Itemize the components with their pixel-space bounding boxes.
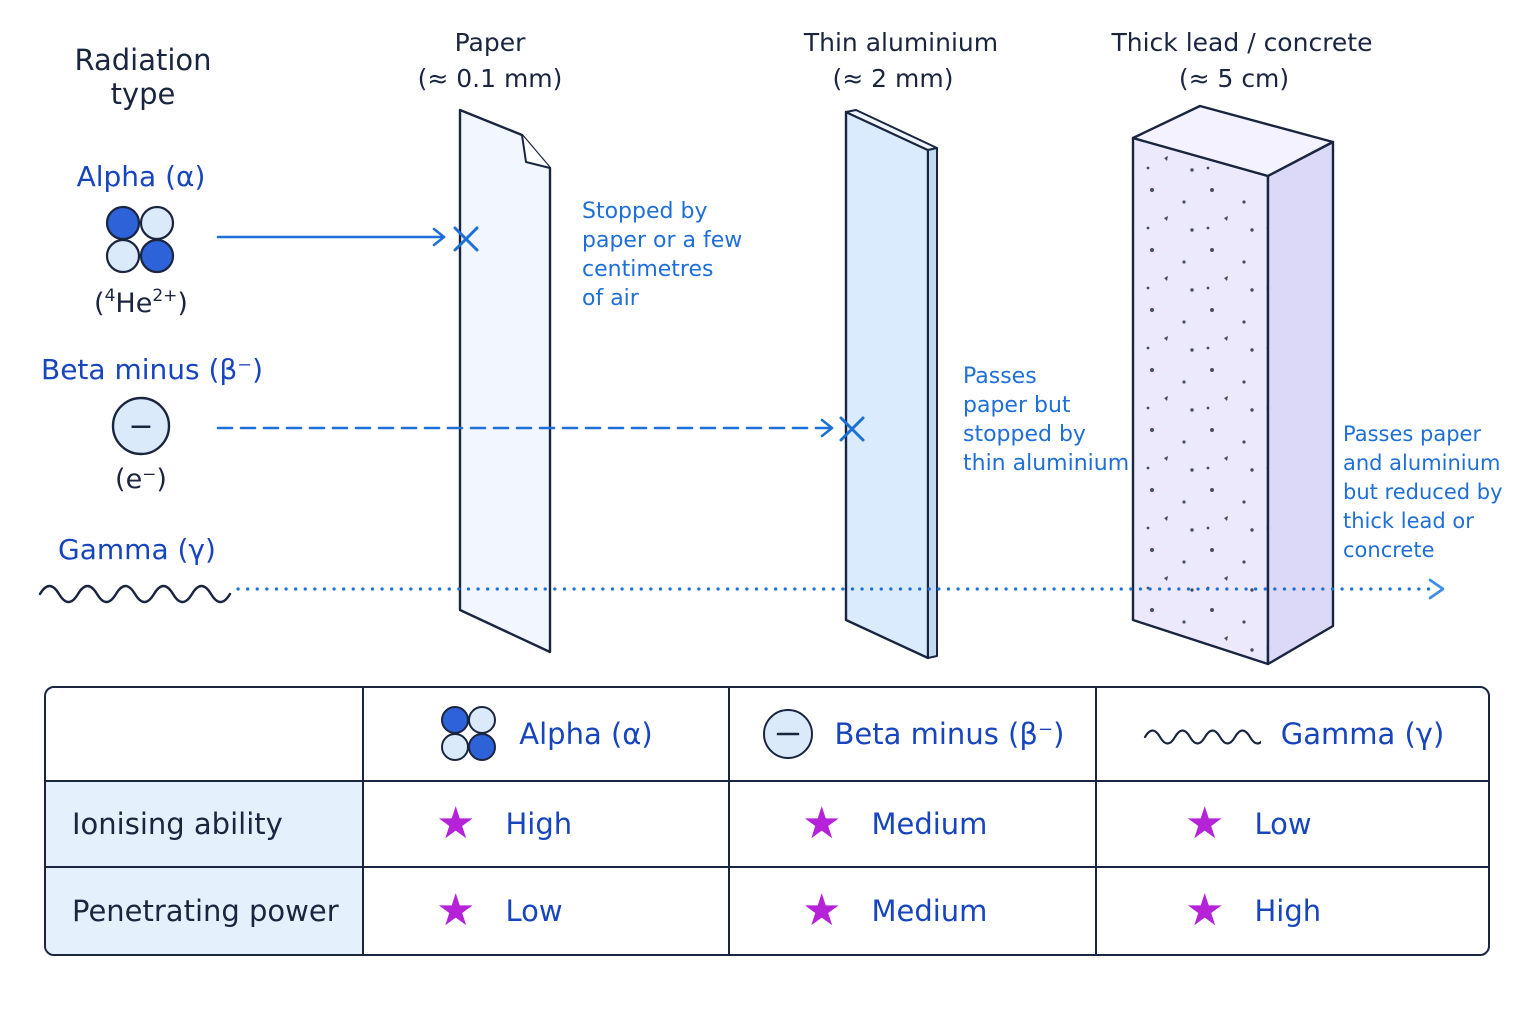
gamma-label: Gamma (γ)	[58, 533, 216, 566]
alpha-particle-icon	[441, 706, 497, 761]
penetrating-beta-value: Medium	[871, 894, 988, 928]
star-icon: ★	[802, 885, 842, 936]
alpha-symbol: (4He2+)	[94, 286, 188, 319]
alpha-stop-cross-icon	[453, 226, 479, 252]
ionising-gamma-value: Low	[1254, 807, 1312, 841]
aluminium-slab	[844, 109, 938, 660]
table-header-gamma-label: Gamma (γ)	[1280, 717, 1445, 751]
lead-concrete-block	[1131, 104, 1335, 666]
paper-sheet	[458, 108, 552, 654]
star-icon: ★	[1185, 798, 1225, 849]
aluminium-barrier-thickness: (≈ 2 mm)	[833, 64, 954, 93]
beta-note: Passes paper but stopped by thin alumini…	[963, 364, 1129, 476]
table-header-gamma: Gamma (γ)	[1097, 688, 1488, 782]
ionising-beta-cell: ★ Medium	[730, 782, 1097, 868]
penetrating-gamma-value: High	[1254, 894, 1322, 928]
star-icon: ★	[436, 885, 476, 936]
gamma-note: Passes paper and aluminium but reduced b…	[1343, 422, 1509, 562]
gamma-wave-icon	[38, 584, 232, 604]
electron-icon: −	[111, 396, 171, 456]
table-header-alpha-label: Alpha (α)	[519, 717, 653, 751]
alpha-note: Stopped by paper or a few centimetres of…	[582, 199, 749, 311]
ionising-beta-value: Medium	[871, 807, 988, 841]
paper-barrier-label: Paper	[455, 28, 527, 57]
alpha-label: Alpha (α)	[77, 160, 206, 193]
ionising-alpha-value: High	[505, 807, 573, 841]
ionising-gamma-cell: ★ Low	[1097, 782, 1488, 868]
gamma-ray-arrow	[236, 578, 1445, 600]
lead-barrier-thickness: (≈ 5 cm)	[1179, 64, 1289, 93]
wave-icon	[1143, 729, 1261, 745]
penetrating-alpha-cell: ★ Low	[364, 868, 730, 954]
ionising-alpha-cell: ★ High	[364, 782, 730, 868]
aluminium-barrier-label: Thin aluminium	[803, 28, 998, 57]
table-corner-cell	[46, 688, 364, 782]
penetrating-gamma-cell: ★ High	[1097, 868, 1488, 954]
star-icon: ★	[436, 798, 476, 849]
radiation-type-heading: Radiation	[74, 43, 211, 77]
table-header-beta-label: Beta minus (β⁻)	[834, 717, 1065, 751]
table-header-alpha: Alpha (α)	[364, 688, 730, 782]
beta-stop-cross-icon	[839, 416, 865, 442]
lead-barrier-label: Thick lead / concrete	[1111, 28, 1373, 57]
star-icon: ★	[1185, 885, 1225, 936]
row-label-penetrating: Penetrating power	[46, 868, 364, 954]
penetrating-beta-cell: ★ Medium	[730, 868, 1097, 954]
beta-ray-arrow	[216, 418, 834, 438]
radiation-penetration-diagram: Radiation type Paper (≈ 0.1 mm) Thin alu…	[38, 28, 1509, 666]
table-header-beta: Beta minus (β⁻)	[730, 688, 1097, 782]
electron-icon	[762, 709, 813, 759]
paper-barrier-thickness: (≈ 0.1 mm)	[418, 64, 563, 93]
properties-table: Alpha (α) Beta minus (β⁻) Gamma (γ) Ioni…	[44, 686, 1490, 956]
beta-label: Beta minus (β⁻)	[41, 353, 263, 386]
beta-symbol: (e⁻)	[115, 464, 167, 495]
penetrating-alpha-value: Low	[505, 894, 563, 928]
svg-text:−: −	[128, 409, 153, 444]
alpha-ray-arrow	[216, 227, 446, 247]
star-icon: ★	[802, 798, 842, 849]
radiation-type-heading-line2: type	[111, 77, 176, 111]
alpha-particle-icon	[105, 205, 175, 274]
row-label-ionising: Ionising ability	[46, 782, 364, 868]
